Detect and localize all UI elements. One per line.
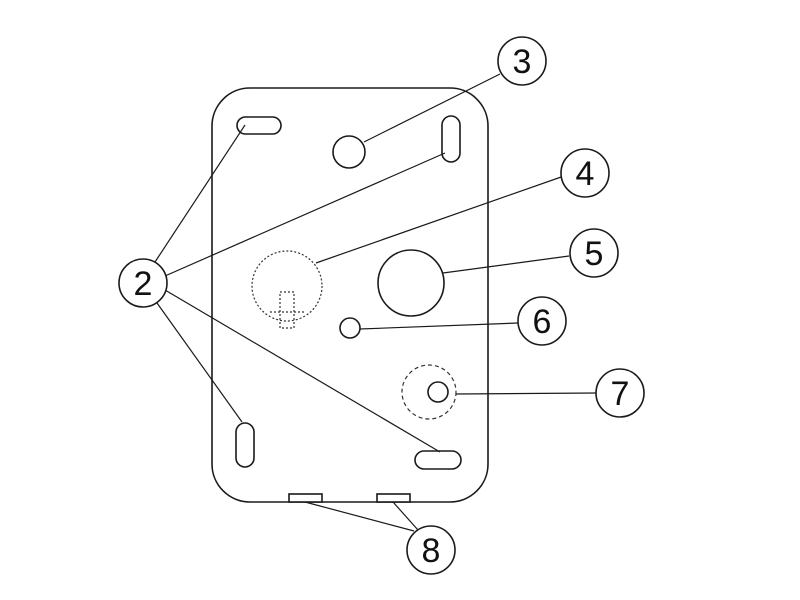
plate-outline bbox=[211, 87, 489, 503]
tab-8-left bbox=[288, 493, 323, 503]
callout-8: 8 bbox=[406, 525, 456, 575]
hole-6 bbox=[339, 317, 361, 339]
callout-4: 4 bbox=[560, 148, 610, 198]
callout-5-label: 5 bbox=[585, 235, 604, 273]
hole-5 bbox=[377, 249, 445, 317]
callout-7-label: 7 bbox=[611, 375, 630, 413]
slot-top-right bbox=[441, 115, 461, 163]
hidden-circle-4 bbox=[251, 250, 323, 322]
tab-8-right bbox=[376, 493, 411, 503]
callout-2-label: 2 bbox=[134, 265, 153, 303]
slot-bottom-right bbox=[414, 450, 462, 470]
callout-2: 2 bbox=[118, 258, 168, 308]
callout-4-label: 4 bbox=[576, 155, 595, 193]
callout-5: 5 bbox=[569, 228, 619, 278]
leader-lines bbox=[154, 73, 597, 532]
callout-6-label: 6 bbox=[533, 303, 552, 341]
hole-7 bbox=[427, 381, 449, 403]
dashed-ring-7 bbox=[401, 364, 457, 420]
callout-6: 6 bbox=[517, 296, 567, 346]
slot-top-left bbox=[236, 116, 282, 135]
hidden-key-4 bbox=[279, 291, 295, 329]
callout-8-label: 8 bbox=[422, 532, 441, 570]
callout-3-label: 3 bbox=[513, 43, 532, 81]
slot-bottom-left bbox=[235, 422, 255, 468]
hole-3 bbox=[332, 135, 366, 169]
callout-3: 3 bbox=[497, 36, 547, 86]
callout-7: 7 bbox=[595, 368, 645, 418]
